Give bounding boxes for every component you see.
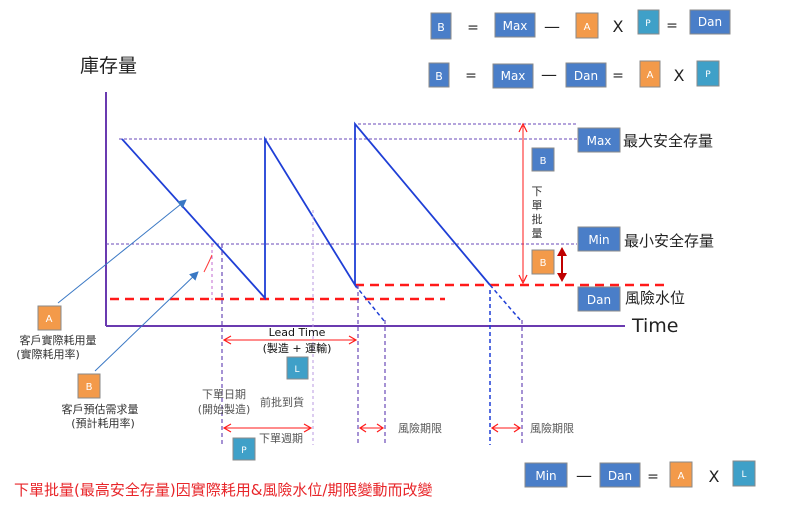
dan-box [577,286,621,312]
box-a [669,461,693,488]
order-cycle-p: P [241,446,247,456]
box-a [575,12,599,39]
eq3-times: X [709,467,720,486]
eq2-times: X [674,66,685,85]
order-point-brace [203,254,213,273]
actual-a: A [46,314,53,325]
eq2-p: P [705,70,711,80]
equation-2: B = Max — Dan = A X P [428,60,720,89]
eq3-min: Min [535,469,556,483]
risk-period-2: 風險期限 [530,421,574,435]
box-p [696,60,720,87]
order-qty-char-1: 下 [532,185,543,198]
max-box [577,127,621,153]
min-desc: 最小安全存量 [624,232,714,250]
box-dan [565,62,607,88]
actual-box-a [37,305,62,331]
x-axis-label: Time [631,315,679,337]
eq2-a: A [647,70,654,81]
risk-period-1: 風險期限 [398,421,442,435]
box-a [639,60,661,88]
box-b [428,62,450,88]
box-l [732,460,756,487]
eq1-minus: — [544,17,560,36]
max-label: Max [587,134,612,148]
min-label: Min [588,233,609,247]
forecast-1: 客戶預估需求量 [62,402,139,416]
forecast-box-b [77,373,101,399]
min-box-b [531,249,555,275]
equation-1: B = Max — A X P = Dan [430,9,731,40]
box-min [524,462,568,488]
caption: 下單批量(最高安全存量)因實際耗用&風險水位/期限變動而改變 [14,481,432,499]
lead-time-box-l [286,356,309,380]
box-b [430,12,452,40]
eq1-dan: Dan [698,15,722,29]
eq1-max: Max [503,19,528,33]
eq1-a: A [584,22,591,33]
max-desc: 最大安全存量 [623,132,713,150]
eq1-lhs: B [437,21,445,34]
lead-time-sub: (製造 + 運輸) [263,341,332,355]
forecast-b: B [86,382,93,393]
inventory-line [121,121,491,301]
order-qty-char-4: 量 [532,227,543,240]
order-cycle-box-p [232,437,256,461]
actual-usage-pointer [57,199,187,304]
dan-desc: 風險水位 [625,289,685,307]
projection-2 [489,284,523,323]
order-qty-char-3: 批 [532,212,543,226]
box-dan [689,9,731,35]
order-date-2: (開始製造) [198,402,251,416]
box-p [637,9,660,35]
order-qty-b: B [540,156,547,167]
order-cycle-label: 下單週期 [259,432,303,445]
eq2-max: Max [501,69,526,83]
order-date-1: 下單日期 [202,388,246,401]
eq1-equals: = [467,20,479,36]
forecast-pointer [94,271,199,372]
eq3-dan: Dan [608,469,632,483]
eq3-equals: = [647,469,659,485]
actual-usage-2: (實際耗用率) [16,347,80,361]
equation-3: Min — Dan = A X L [524,460,756,488]
min-b: B [540,258,547,269]
dan-label: Dan [587,293,611,307]
projection-1 [354,284,386,323]
eq2-minus: — [541,65,557,84]
forecast-2: (預計耗用率) [71,416,135,430]
eq2-dan: Dan [574,69,598,83]
eq3-a: A [678,471,685,482]
box-max [492,63,534,89]
y-axis-label: 庫存量 [80,55,137,77]
eq3-l: L [741,470,746,480]
order-qty-char-2: 單 [532,199,543,212]
eq2-equals: = [465,68,477,84]
eq1-times: X [613,17,624,36]
eq1-equals-2: = [666,18,678,34]
eq1-p: P [645,19,651,29]
actual-usage-1: 客戶實際耗用量 [20,333,97,347]
prev-arrival-label: 前批到貨 [260,395,304,409]
lead-time-l: L [294,365,299,375]
lead-time-label: Lead Time [269,326,326,339]
order-qty-box-b [531,147,555,172]
eq2-equals-2: = [612,68,624,84]
box-max [494,12,536,38]
eq2-lhs: B [435,70,443,83]
eq3-minus: — [576,466,592,485]
box-dan [599,462,641,488]
min-box [577,226,621,252]
